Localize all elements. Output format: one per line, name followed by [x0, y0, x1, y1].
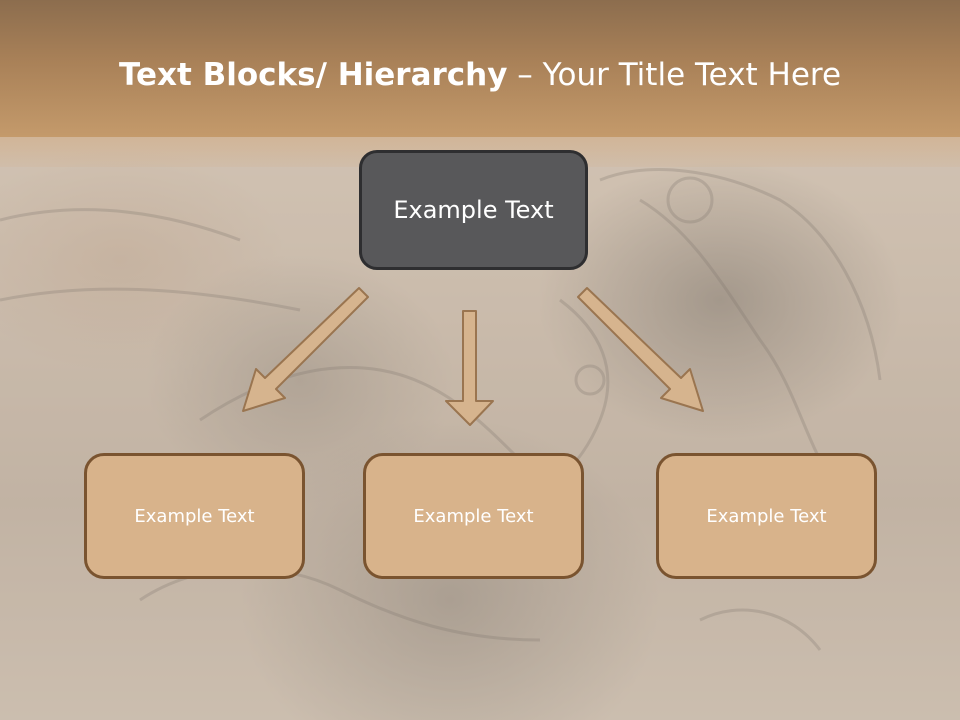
- arrow-left: [242, 287, 369, 412]
- slide-title: Text Blocks/ Hierarchy – Your Title Text…: [0, 52, 960, 98]
- arrow-right: [577, 287, 704, 412]
- arrow-middle: [445, 310, 494, 426]
- child-node-middle-label: Example Text: [413, 505, 534, 527]
- title-rest-text: Your Title Text Here: [542, 57, 842, 93]
- child-node-left[interactable]: Example Text: [84, 453, 305, 579]
- child-node-right-label: Example Text: [706, 505, 827, 527]
- root-node[interactable]: Example Text: [359, 150, 588, 270]
- title-bar: [0, 0, 960, 137]
- title-bold-text: Text Blocks/ Hierarchy: [118, 57, 508, 93]
- child-node-middle[interactable]: Example Text: [363, 453, 584, 579]
- child-node-right[interactable]: Example Text: [656, 453, 877, 579]
- title-dash: –: [507, 57, 543, 93]
- child-node-left-label: Example Text: [134, 505, 255, 527]
- root-node-label: Example Text: [393, 196, 554, 224]
